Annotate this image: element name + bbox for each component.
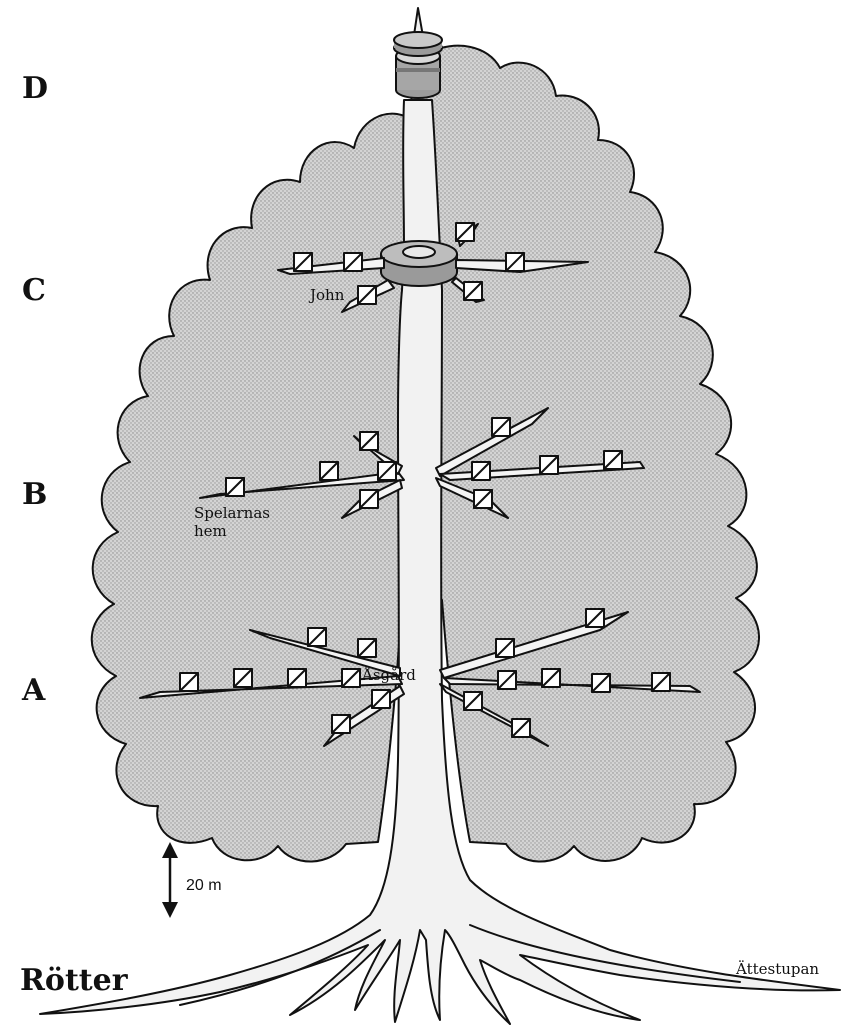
house-marker bbox=[456, 223, 474, 241]
level-c-ring bbox=[381, 241, 457, 286]
top-ring-stack bbox=[394, 32, 442, 98]
house-marker bbox=[506, 253, 524, 271]
level-label-d: D bbox=[22, 71, 48, 106]
roots-label: Rötter bbox=[20, 963, 129, 998]
house-marker bbox=[320, 462, 338, 480]
house-marker bbox=[294, 253, 312, 271]
house-marker bbox=[496, 639, 514, 657]
house-marker bbox=[288, 669, 306, 687]
house-marker bbox=[342, 669, 360, 687]
place-label-attestupan: Ättestupan bbox=[735, 960, 819, 978]
place-label-spelarnas-line2: hem bbox=[194, 522, 227, 540]
house-marker bbox=[234, 669, 252, 687]
house-marker bbox=[592, 674, 610, 692]
house-marker bbox=[344, 253, 362, 271]
house-marker bbox=[540, 456, 558, 474]
house-marker bbox=[358, 286, 376, 304]
house-marker bbox=[226, 478, 244, 496]
house-marker bbox=[586, 609, 604, 627]
house-marker bbox=[378, 462, 396, 480]
scale-label: 20 m bbox=[186, 877, 222, 894]
house-marker bbox=[180, 673, 198, 691]
house-marker bbox=[360, 490, 378, 508]
house-marker bbox=[464, 282, 482, 300]
house-marker bbox=[512, 719, 530, 737]
house-marker bbox=[472, 462, 490, 480]
house-marker bbox=[464, 692, 482, 710]
house-marker bbox=[652, 673, 670, 691]
house-marker bbox=[474, 490, 492, 508]
scale-bar: 20 m bbox=[162, 842, 222, 918]
house-marker bbox=[372, 690, 390, 708]
house-marker bbox=[332, 715, 350, 733]
house-marker bbox=[358, 639, 376, 657]
house-marker bbox=[308, 628, 326, 646]
level-label-a: A bbox=[21, 673, 46, 708]
place-label-asgard: Åsgård bbox=[361, 666, 416, 684]
house-marker bbox=[498, 671, 516, 689]
house-marker bbox=[542, 669, 560, 687]
level-label-b: B bbox=[22, 477, 47, 512]
double-headed-arrow-icon bbox=[162, 842, 178, 918]
level-label-c: C bbox=[22, 273, 46, 308]
place-label-john: John bbox=[308, 286, 345, 304]
house-marker bbox=[604, 451, 622, 469]
place-label-spelarnas-line1: Spelarnas bbox=[194, 504, 270, 522]
house-marker bbox=[360, 432, 378, 450]
house-marker bbox=[492, 418, 510, 436]
